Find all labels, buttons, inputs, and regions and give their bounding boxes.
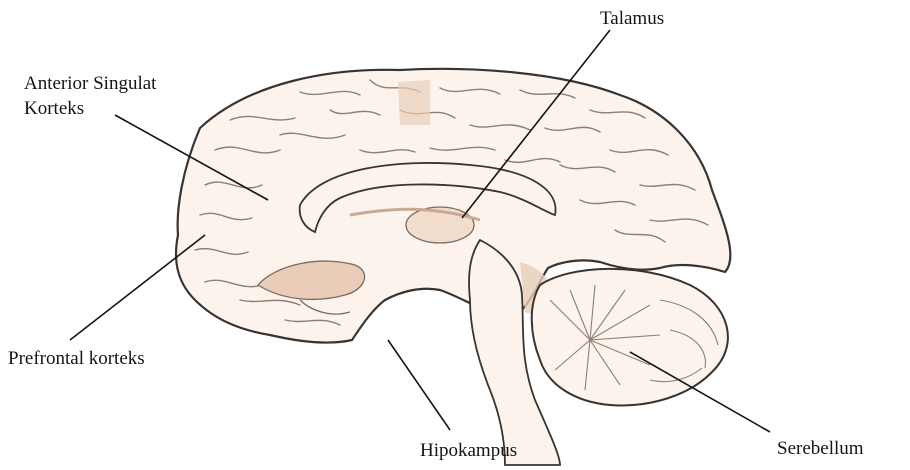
label-anterior-cingulate-line1: Anterior Singulat	[24, 73, 156, 95]
label-prefrontal: Prefrontal korteks	[8, 348, 145, 370]
hipokampus-pointer	[388, 340, 450, 430]
label-anterior-cingulate-line2: Korteks	[24, 98, 84, 120]
label-hipokampus: Hipokampus	[420, 440, 517, 462]
label-serebellum: Serebellum	[777, 438, 864, 460]
label-talamus: Talamus	[600, 8, 664, 30]
parietal-tint	[398, 80, 430, 125]
